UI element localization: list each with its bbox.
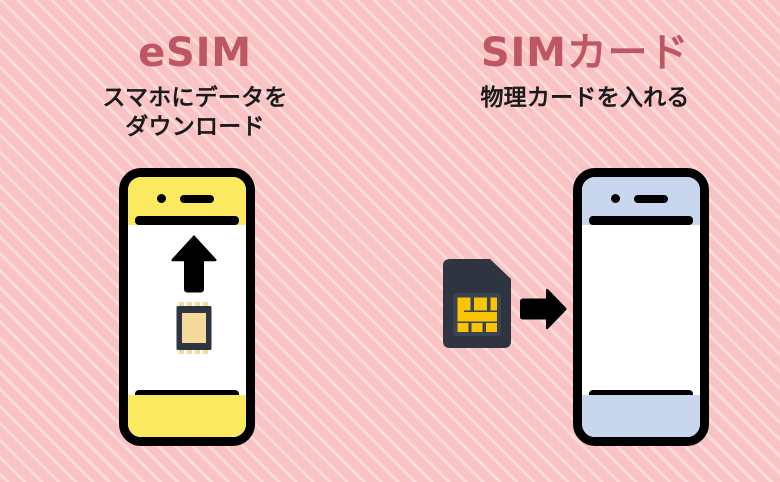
- sim-card-icon: [443, 259, 511, 348]
- sim-card-subheading-line-1: 物理カードを入れる: [480, 85, 690, 111]
- phone-sim-card: [573, 168, 709, 446]
- esim-subheading: スマホにデータを ダウンロード: [0, 84, 390, 143]
- phone-sim-bottom-band: [582, 395, 700, 437]
- phone-esim-bottom-band: [128, 395, 246, 437]
- phone-camera-icon: [611, 194, 620, 203]
- panel-sim-card: SIMカード 物理カードを入れる: [390, 0, 780, 482]
- esim-chip-icon: [175, 302, 213, 354]
- phone-camera-icon: [157, 194, 166, 203]
- sim-card-subheading: 物理カードを入れる: [390, 84, 780, 113]
- phone-esim-top-bezel-line: [135, 216, 239, 225]
- right-arrow-icon: [519, 288, 567, 330]
- phone-esim: [119, 168, 255, 446]
- esim-subheading-line-1: スマホにデータを: [102, 85, 288, 111]
- phone-esim-bottom-bezel-line: [135, 390, 239, 399]
- phone-speaker-icon: [634, 195, 668, 203]
- sim-card-heading: SIMカード: [480, 30, 690, 76]
- phone-sim-top-bezel-line: [589, 216, 693, 225]
- panel-esim: eSIM スマホにデータを ダウンロード: [0, 30, 390, 446]
- up-arrow-icon: [170, 234, 218, 294]
- phone-sim-bottom-bezel-line: [589, 390, 693, 399]
- esim-subheading-line-2: ダウンロード: [125, 114, 265, 141]
- phone-speaker-icon: [180, 195, 214, 203]
- esim-heading: eSIM: [138, 30, 252, 76]
